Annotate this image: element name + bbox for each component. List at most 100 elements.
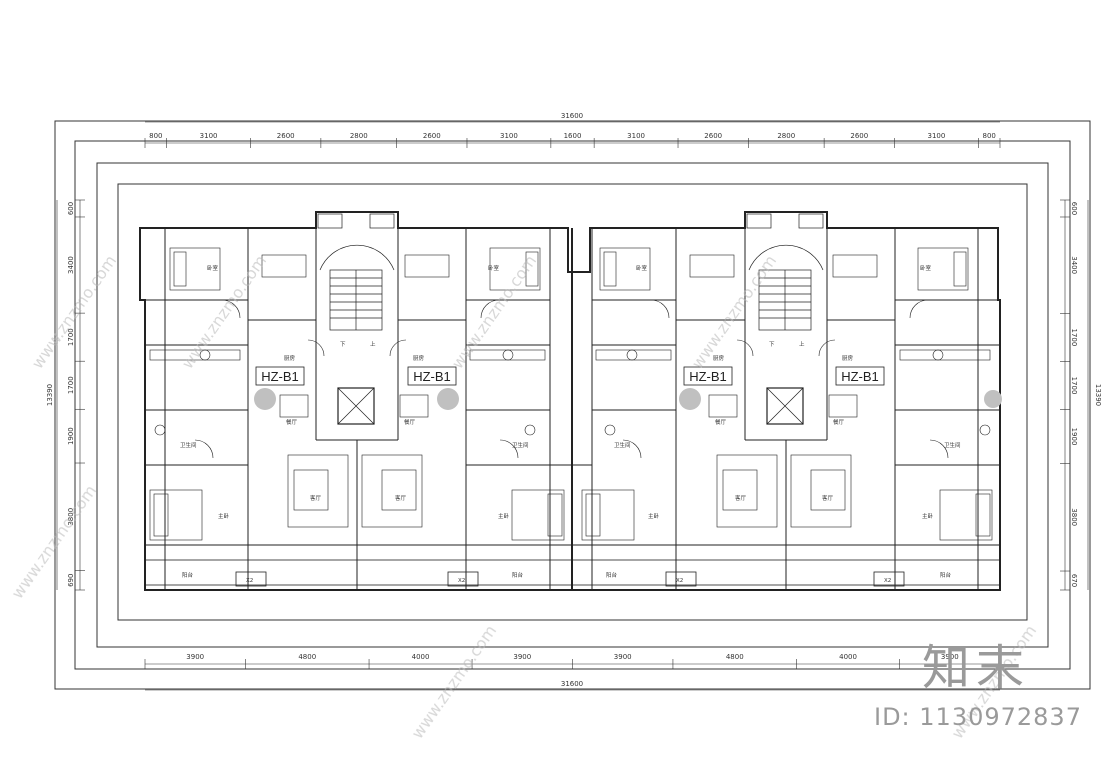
left-dimension-label: 600 <box>67 202 75 215</box>
top-dimension-ticks <box>144 138 1001 148</box>
right-dimension-label: 3800 <box>1070 508 1078 526</box>
unit-tag-3: HZ-B1 <box>689 369 727 384</box>
overall-width-top: 31600 <box>561 112 583 120</box>
bottom-dimension-label: 3900 <box>513 653 531 661</box>
unit-tag-1: HZ-B1 <box>261 369 299 384</box>
room-kitchen-4: 厨房 <box>842 354 854 362</box>
top-dimension-label: 2800 <box>350 132 368 140</box>
bottom-dimension-label: 3900 <box>186 653 204 661</box>
room-kitchen-1: 厨房 <box>284 354 296 362</box>
dimension-lines <box>56 121 1089 691</box>
room-living-4: 客厅 <box>822 494 834 502</box>
room-master-3: 主卧 <box>648 512 660 520</box>
room-kitchen-2: 厨房 <box>413 354 425 362</box>
top-dimension-label: 3100 <box>200 132 218 140</box>
room-bedroom-3: 卧室 <box>636 264 648 272</box>
room-bath-1: 卫生间 <box>180 441 197 449</box>
room-master-1: 主卧 <box>218 512 230 520</box>
room-master-2: 主卧 <box>498 512 510 520</box>
left-dimension-label: 1900 <box>67 427 75 445</box>
top-dimension-label: 3100 <box>627 132 645 140</box>
stair-up-label-right: 上 <box>799 340 805 348</box>
top-dimension-label: 1600 <box>564 132 582 140</box>
room-balcony-4: 阳台 <box>940 571 952 579</box>
bottom-dimension-labels: 3900 4800 4000 3900 3900 4800 4000 3900 <box>186 653 958 661</box>
top-dimension-label: 2600 <box>850 132 868 140</box>
left-dimension-label: 1700 <box>67 376 75 394</box>
left-dimension-label: 3400 <box>67 256 75 274</box>
room-living-3: 客厅 <box>735 494 747 502</box>
left-dimension-ticks <box>75 199 85 591</box>
overall-depth-left: 13390 <box>46 384 54 406</box>
image-id-label: ID: 1130972837 <box>874 703 1082 731</box>
ac-mark-2: X2 <box>458 578 465 584</box>
room-balcony-1: 阳台 <box>182 571 194 579</box>
top-dimension-label: 3100 <box>928 132 946 140</box>
overall-depth-right: 13390 <box>1094 384 1102 406</box>
bottom-dimension-label: 4800 <box>298 653 316 661</box>
bottom-dimension-label: 4800 <box>726 653 744 661</box>
right-dimension-label: 1700 <box>1070 377 1078 395</box>
stair-core-right <box>746 213 824 425</box>
room-bath-3: 卫生间 <box>614 441 631 449</box>
room-dining-2: 餐厅 <box>404 418 416 426</box>
column-markers <box>254 388 1002 410</box>
room-kitchen-3: 厨房 <box>713 354 725 362</box>
room-bedroom-2: 卧室 <box>488 264 500 272</box>
top-dimension-label: 2600 <box>423 132 441 140</box>
ac-mark-4: X2 <box>884 578 891 584</box>
top-dimension-label: 800 <box>982 132 995 140</box>
bottom-dimension-label: 3900 <box>614 653 632 661</box>
stair-up-label-left: 上 <box>370 340 376 348</box>
top-dimension-label: 2600 <box>704 132 722 140</box>
room-bedroom-1: 卧室 <box>207 264 219 272</box>
interior-walls <box>145 228 1000 590</box>
stair-down-label-left: 下 <box>340 341 346 348</box>
stair-core-left <box>317 213 395 425</box>
right-dimension-label: 1900 <box>1070 428 1078 446</box>
room-bath-4: 卫生间 <box>944 441 961 449</box>
left-dimension-label: 690 <box>67 574 75 587</box>
room-living-2: 客厅 <box>395 494 407 502</box>
unit-tag-2: HZ-B1 <box>413 369 451 384</box>
right-dimension-label: 3400 <box>1070 256 1078 274</box>
unit-tags: HZ-B1 HZ-B1 HZ-B1 HZ-B1 <box>255 366 885 386</box>
watermark-url-6: www.znzmo.com <box>408 621 501 742</box>
top-dimension-label: 2600 <box>277 132 295 140</box>
room-dining-1: 餐厅 <box>286 418 298 426</box>
bottom-dimension-label: 4000 <box>839 653 857 661</box>
left-dimension-label: 1700 <box>67 328 75 346</box>
left-dimension-labels: 600 3400 1700 1700 1900 3800 690 <box>67 202 75 587</box>
right-dimension-label: 600 <box>1070 202 1078 215</box>
right-dimension-ticks <box>1060 199 1070 591</box>
room-bedroom-4: 卧室 <box>920 264 932 272</box>
room-master-4: 主卧 <box>922 512 934 520</box>
unit-tag-4: HZ-B1 <box>841 369 879 384</box>
overall-width-bottom: 31600 <box>561 680 583 688</box>
balconies <box>144 559 1001 587</box>
bottom-dimension-label: 3900 <box>941 653 959 661</box>
right-dimension-label: 1700 <box>1070 328 1078 346</box>
top-dimension-label: 800 <box>149 132 162 140</box>
room-dining-4: 餐厅 <box>833 418 845 426</box>
left-dimension-label: 3800 <box>67 508 75 526</box>
bottom-dimension-ticks <box>144 659 1001 669</box>
watermark-url-5: www.znzmo.com <box>8 481 101 602</box>
room-balcony-2: 阳台 <box>512 571 524 579</box>
room-living-1: 客厅 <box>310 494 322 502</box>
top-dimension-label: 3100 <box>500 132 518 140</box>
room-balcony-3: 阳台 <box>606 571 618 579</box>
stair-down-label-right: 下 <box>769 341 775 348</box>
top-dimension-label: 2800 <box>777 132 795 140</box>
furniture <box>149 247 993 541</box>
room-dining-3: 餐厅 <box>715 418 727 426</box>
room-bath-2: 卫生间 <box>512 441 529 449</box>
building-walls <box>139 211 1001 591</box>
ac-mark-1: X2 <box>246 578 253 584</box>
ac-mark-3: X2 <box>676 578 683 584</box>
brand-watermark: 知末 <box>922 640 1031 696</box>
top-dimension-labels: 800 3100 2600 2800 2600 3100 1600 3100 2600 2800 2… <box>149 132 996 140</box>
bottom-dimension-label: 4000 <box>412 653 430 661</box>
